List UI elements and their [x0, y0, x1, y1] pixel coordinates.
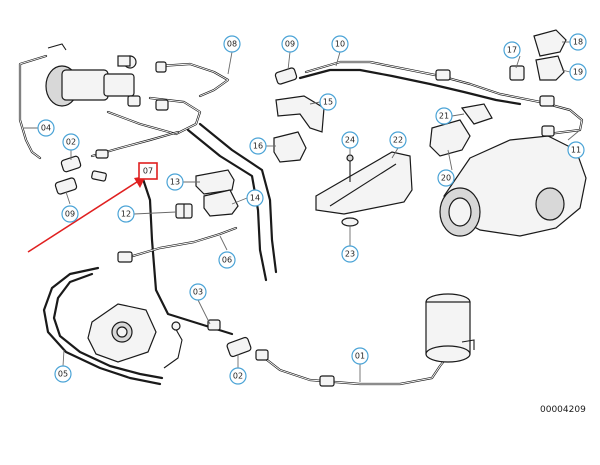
leader-lines — [24, 41, 581, 382]
svg-text:18: 18 — [573, 38, 583, 47]
svg-text:15: 15 — [323, 98, 333, 107]
callout-20[interactable]: 20 — [437, 169, 455, 187]
callout-21[interactable]: 21 — [435, 107, 453, 125]
svg-text:22: 22 — [393, 136, 403, 145]
svg-text:04: 04 — [41, 124, 51, 133]
callout-19[interactable]: 19 — [569, 63, 587, 81]
fitting-02-upper — [60, 155, 82, 173]
line-vertical-right — [198, 122, 278, 274]
svg-text:14: 14 — [250, 194, 260, 203]
line-10b — [298, 68, 522, 106]
svg-text:21: 21 — [439, 112, 449, 121]
master-cylinder — [45, 43, 137, 107]
line-08 — [158, 62, 230, 98]
svg-text:12: 12 — [121, 210, 131, 219]
callout-04[interactable]: 04 — [37, 119, 55, 137]
steering-gear-housing — [439, 135, 587, 237]
svg-text:02: 02 — [66, 138, 76, 147]
clip-21 — [460, 103, 493, 125]
bracket-15 — [275, 95, 325, 133]
callout-16[interactable]: 16 — [249, 137, 267, 155]
callout-24[interactable]: 24 — [341, 131, 359, 149]
washer-23 — [341, 217, 359, 227]
fitting-02-lower — [226, 336, 252, 358]
callout-06[interactable]: 06 — [218, 251, 236, 269]
fluid-reservoir — [425, 293, 475, 363]
svg-text:10: 10 — [335, 40, 345, 49]
callout-10[interactable]: 10 — [331, 35, 349, 53]
bracket-20 — [429, 119, 471, 157]
hose-05 — [42, 266, 162, 386]
fitting-misc — [91, 61, 555, 387]
svg-text:13: 13 — [170, 178, 180, 187]
power-steering-pump — [87, 303, 183, 369]
callout-09-upper[interactable]: 09 — [281, 35, 299, 53]
svg-text:09: 09 — [65, 210, 75, 219]
clip-19 — [535, 55, 565, 81]
callout-08[interactable]: 08 — [223, 35, 241, 53]
callout-05[interactable]: 05 — [54, 365, 72, 383]
svg-text:08: 08 — [227, 40, 237, 49]
svg-text:20: 20 — [441, 174, 451, 183]
callout-13[interactable]: 13 — [166, 173, 184, 191]
svg-text:24: 24 — [345, 136, 355, 145]
svg-text:07: 07 — [143, 167, 153, 176]
callout-02-lower[interactable]: 02 — [229, 367, 247, 385]
clip-12 — [175, 203, 193, 219]
document-number: 00004209 — [540, 405, 586, 415]
clip-17 — [509, 65, 525, 81]
heat-shield-22 — [315, 151, 413, 215]
bracket-14 — [203, 189, 239, 217]
svg-text:02: 02 — [233, 372, 243, 381]
callout-02-upper[interactable]: 02 — [62, 133, 80, 151]
hose-05-inner — [52, 272, 164, 380]
callout-12[interactable]: 12 — [117, 205, 135, 223]
svg-text:19: 19 — [573, 68, 583, 77]
callout-09-lower[interactable]: 09 — [61, 205, 79, 223]
svg-text:09: 09 — [285, 40, 295, 49]
callout-07-highlighted[interactable]: 07 — [138, 162, 158, 180]
callout-11[interactable]: 11 — [567, 141, 585, 159]
callout-17[interactable]: 17 — [503, 41, 521, 59]
callout-18[interactable]: 18 — [569, 33, 587, 51]
svg-text:23: 23 — [345, 250, 355, 259]
callout-15[interactable]: 15 — [319, 93, 337, 111]
svg-text:06: 06 — [222, 256, 232, 265]
callout-01[interactable]: 01 — [351, 347, 369, 365]
line-vertical-left — [138, 168, 234, 336]
callout-03[interactable]: 03 — [189, 283, 207, 301]
fitting-09-lower — [54, 177, 78, 195]
svg-text:03: 03 — [193, 288, 203, 297]
svg-text:16: 16 — [253, 142, 263, 151]
svg-text:11: 11 — [571, 146, 581, 155]
callout-23[interactable]: 23 — [341, 245, 359, 263]
clip-18 — [533, 29, 567, 57]
line-04 — [18, 54, 48, 160]
callout-14[interactable]: 14 — [246, 189, 264, 207]
clamp-16 — [273, 131, 307, 163]
svg-text:17: 17 — [507, 46, 517, 55]
fitting-09-upper — [274, 67, 298, 85]
svg-text:05: 05 — [58, 370, 68, 379]
svg-text:01: 01 — [355, 352, 365, 361]
bracket-13 — [195, 169, 235, 195]
callout-22[interactable]: 22 — [389, 131, 407, 149]
